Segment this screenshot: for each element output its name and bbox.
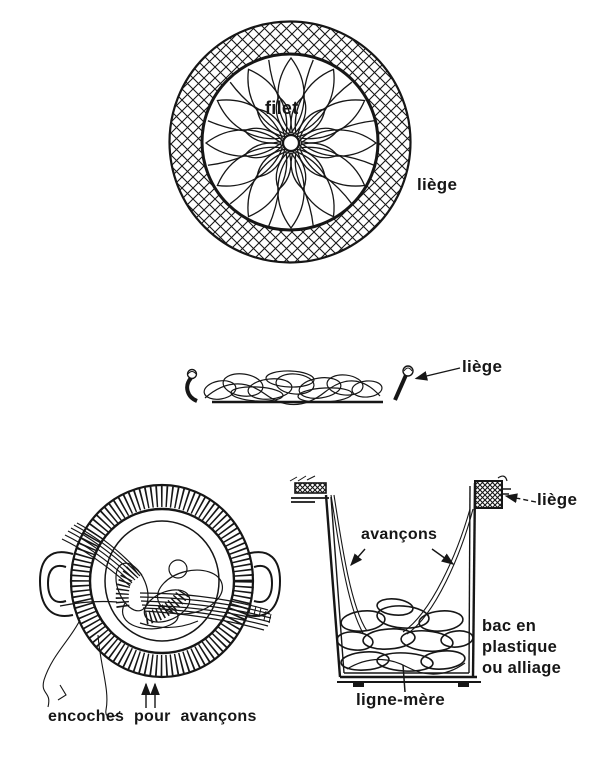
label-filet: filet	[265, 98, 299, 118]
label-liege-net: liège	[417, 175, 458, 194]
tub-walls	[324, 482, 481, 687]
tray-handle-right	[246, 551, 282, 617]
avancons-arrow-right	[431, 548, 455, 565]
cork-end-right	[393, 365, 414, 401]
avancons-arrow-left	[350, 548, 366, 567]
label-avancons: avançons	[361, 526, 438, 543]
caption-encoches: encoches pour avançons	[48, 708, 257, 725]
hanging-strings	[42, 619, 121, 718]
label-liege-tub: liège	[537, 490, 578, 509]
coiled-mainline	[336, 598, 474, 675]
label-bac-material: bac en plastique ou alliage	[482, 616, 561, 679]
liege-dashed-arrow	[504, 493, 537, 504]
tray-outer-rim	[69, 483, 255, 679]
label-bac-line1: bac en	[482, 617, 537, 635]
net-inner-circle	[200, 52, 380, 232]
tray-notch-ring	[70, 486, 254, 676]
tray-inner-circle	[104, 520, 220, 642]
ligne-mere-pointer	[402, 664, 406, 693]
hanging-snoods	[330, 494, 474, 635]
tray-handle-left	[38, 551, 74, 617]
cork-end-left	[185, 368, 198, 403]
label-bac-line3: ou alliage	[482, 659, 562, 677]
coiled-net-side	[185, 365, 461, 406]
net-top-view-drawing	[168, 20, 412, 264]
notched-tray-drawing	[38, 483, 282, 718]
tray-inner-rim	[88, 507, 236, 655]
tub-cross-section-drawing	[289, 475, 537, 693]
label-bac-line2: plastique	[482, 638, 558, 656]
coiled-line-loops	[59, 559, 224, 630]
snood-bundle-right	[139, 592, 272, 631]
cork-block-left	[294, 482, 327, 494]
net-center-hub	[281, 133, 301, 153]
label-liege-side: liège	[462, 357, 503, 376]
cork-mesh-ring	[169, 21, 411, 263]
cork-block-right	[474, 480, 503, 509]
liege-arrow	[414, 367, 461, 381]
label-ligne-mere: ligne-mère	[356, 690, 445, 709]
net-side-view-drawing	[185, 365, 461, 406]
line-skein-left	[115, 561, 141, 608]
